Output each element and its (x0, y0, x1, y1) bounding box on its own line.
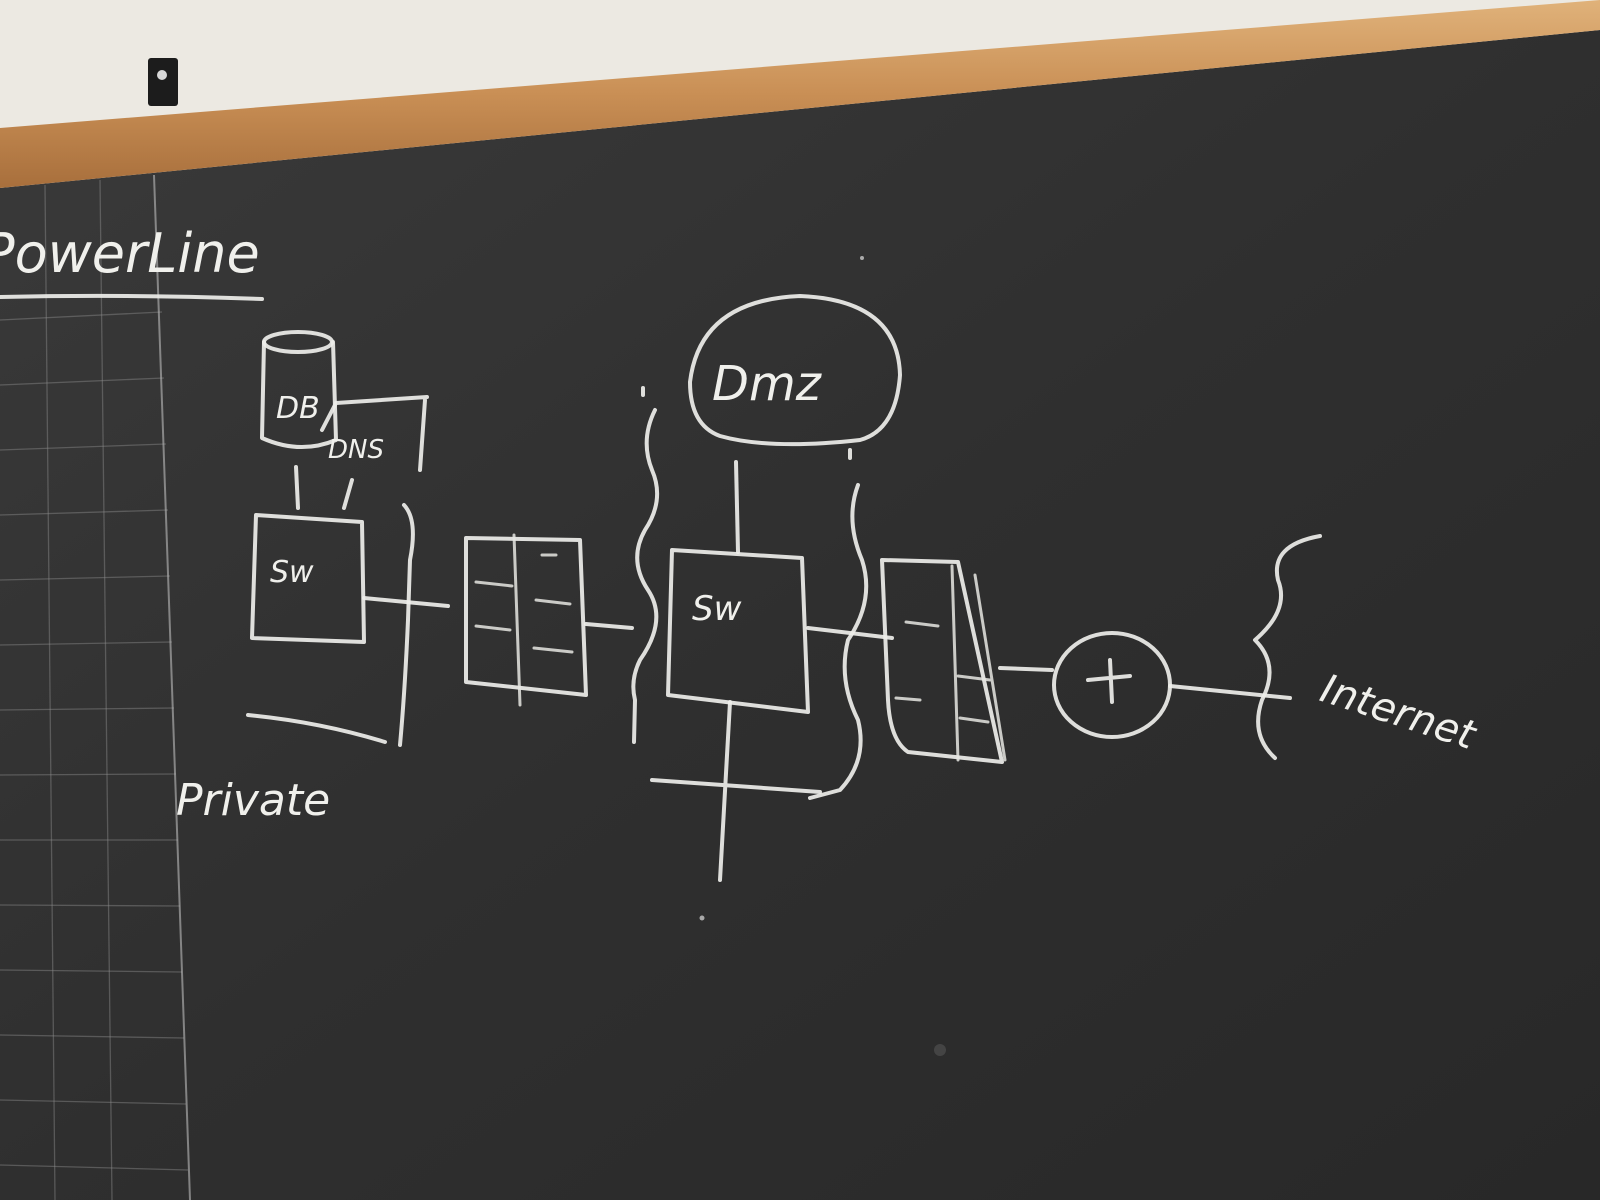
database-icon (260, 330, 338, 450)
dmz-left-boundary (631, 386, 660, 744)
dmz-label: Dmz (712, 356, 823, 412)
dmz-bubble (688, 294, 902, 447)
board-surface (0, 30, 1600, 1200)
center-server-label: Sw (692, 589, 742, 629)
wooden-frame (0, 0, 1600, 188)
private-label: Private (176, 775, 330, 826)
link-dmz-server (734, 460, 740, 554)
firewall-right-icon (880, 558, 1007, 764)
wall-clip (148, 58, 178, 106)
dmz-right-boundary (808, 448, 869, 800)
private-zone-boundary (246, 503, 415, 747)
left-server-icon (250, 513, 366, 644)
link-firewall1-dmz (584, 622, 634, 630)
db-dns-links (294, 465, 354, 510)
left-server-label: Sw (270, 555, 314, 590)
dns-label: DNS (328, 435, 384, 465)
title-underline (0, 293, 264, 301)
link-server-firewall2 (806, 626, 894, 640)
link-router-internet (1168, 684, 1292, 700)
link-firewall2-router (998, 666, 1054, 672)
firewall-left-icon (464, 533, 588, 707)
grid-panel (0, 174, 191, 1200)
db-label: DB (276, 391, 320, 426)
center-server-downlink (650, 700, 822, 882)
center-server-icon (666, 548, 810, 714)
dns-server-icon (320, 395, 429, 472)
internet-brace (1253, 534, 1322, 760)
title-text: PowerLine (0, 222, 260, 285)
link-server-firewall1 (362, 596, 450, 608)
